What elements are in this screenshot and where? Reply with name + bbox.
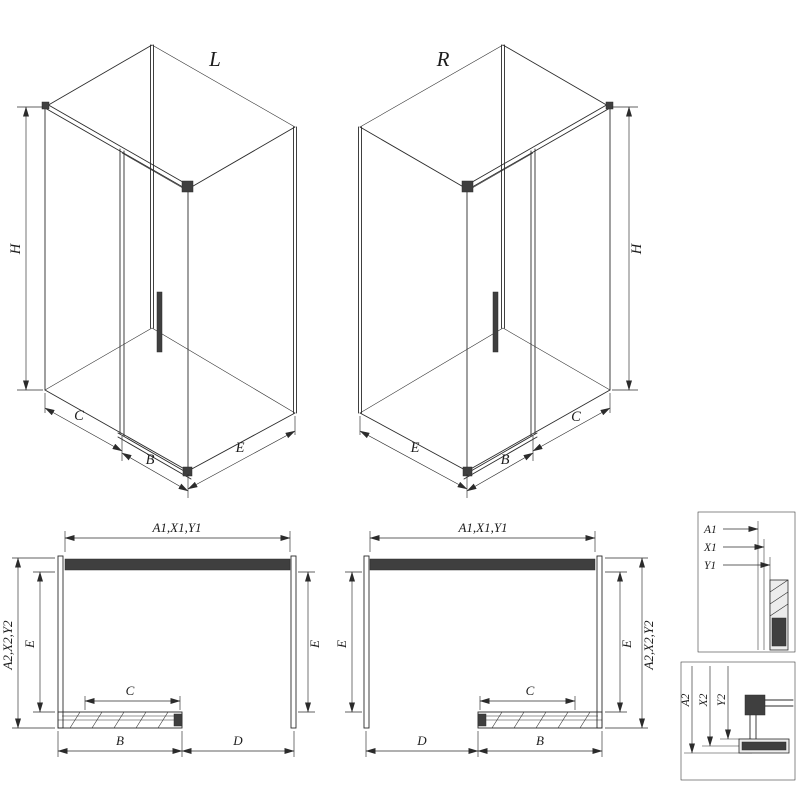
dim-label-e-right: E (619, 640, 634, 649)
dim-label-e-right: E (307, 640, 322, 649)
dim-label-e-left: E (334, 640, 349, 649)
dim-label-c: C (571, 409, 581, 425)
iso-left-dimensions: H C B E (8, 106, 296, 498)
door-profile (477, 713, 487, 727)
side-glass-wall (290, 555, 297, 729)
view-label-left: L (208, 47, 221, 71)
dim-label-b: B (501, 452, 510, 468)
dim-label-width: A1,X1,Y1 (151, 520, 201, 535)
detail-bottom-profile: A2 X2 Y2 (680, 661, 796, 781)
iso-right-view: R (358, 44, 645, 498)
dim-label-d: D (416, 733, 427, 748)
dim-label-c: C (126, 683, 135, 698)
dim-label-b: B (146, 452, 155, 468)
dim-label-x2: X2 (698, 693, 710, 707)
rail-bracket-icon (181, 180, 194, 193)
side-glass-wall (363, 555, 370, 729)
dim-label-e: E (235, 440, 245, 456)
dim-label-a1: A1 (703, 524, 717, 536)
plan-right-structure (363, 555, 603, 729)
dim-label-d: D (232, 733, 243, 748)
door-profile (173, 713, 183, 727)
back-panel-bar (369, 558, 596, 571)
dim-label-h: H (8, 242, 24, 255)
side-glass-wall (596, 555, 603, 729)
plan-right-dimensions: A1,X1,Y1 A2,X2,Y2 E E C (334, 520, 656, 757)
dim-label-e: E (410, 440, 420, 456)
door-handle (156, 291, 163, 353)
dim-label-c: C (74, 408, 84, 424)
rail-bracket-icon (461, 180, 474, 193)
dim-label-h: H (629, 242, 645, 255)
plan-view-right: A1,X1,Y1 A2,X2,Y2 E E C (334, 520, 656, 757)
plan-view-left: A1,X1,Y1 A2,X2,Y2 E E C (0, 520, 322, 757)
dim-label-y1: Y1 (704, 560, 716, 572)
dim-label-depth-outer: A2,X2,Y2 (0, 620, 15, 671)
floor-bracket-icon (462, 466, 473, 477)
back-panel-bar (64, 558, 291, 571)
dim-label-depth-outer: A2,X2,Y2 (641, 620, 656, 671)
door-handle (492, 291, 499, 353)
dim-label-width: A1,X1,Y1 (457, 520, 507, 535)
plan-left-structure (57, 555, 297, 729)
rail-end-bracket-icon (605, 101, 614, 110)
view-label-right: R (436, 47, 450, 71)
dim-label-e-left: E (22, 640, 37, 649)
dim-label-a2: A2 (680, 693, 692, 707)
floor-bracket-icon (182, 466, 193, 477)
side-glass-wall (57, 555, 64, 729)
dim-label-c: C (526, 683, 535, 698)
dim-label-b: B (116, 733, 124, 748)
iso-right-dimensions: H E B C (359, 106, 645, 498)
rail-end-bracket-icon (41, 101, 50, 110)
corner-profile-section (744, 694, 766, 716)
iso-left-view: L (8, 44, 297, 498)
dim-label-b: B (536, 733, 544, 748)
dim-label-y2: Y2 (716, 694, 728, 706)
plan-left-dimensions: A1,X1,Y1 A2,X2,Y2 E E C (0, 520, 322, 757)
dim-label-x1: X1 (703, 542, 717, 554)
detail-top-profile: A1 X1 Y1 (697, 511, 796, 653)
